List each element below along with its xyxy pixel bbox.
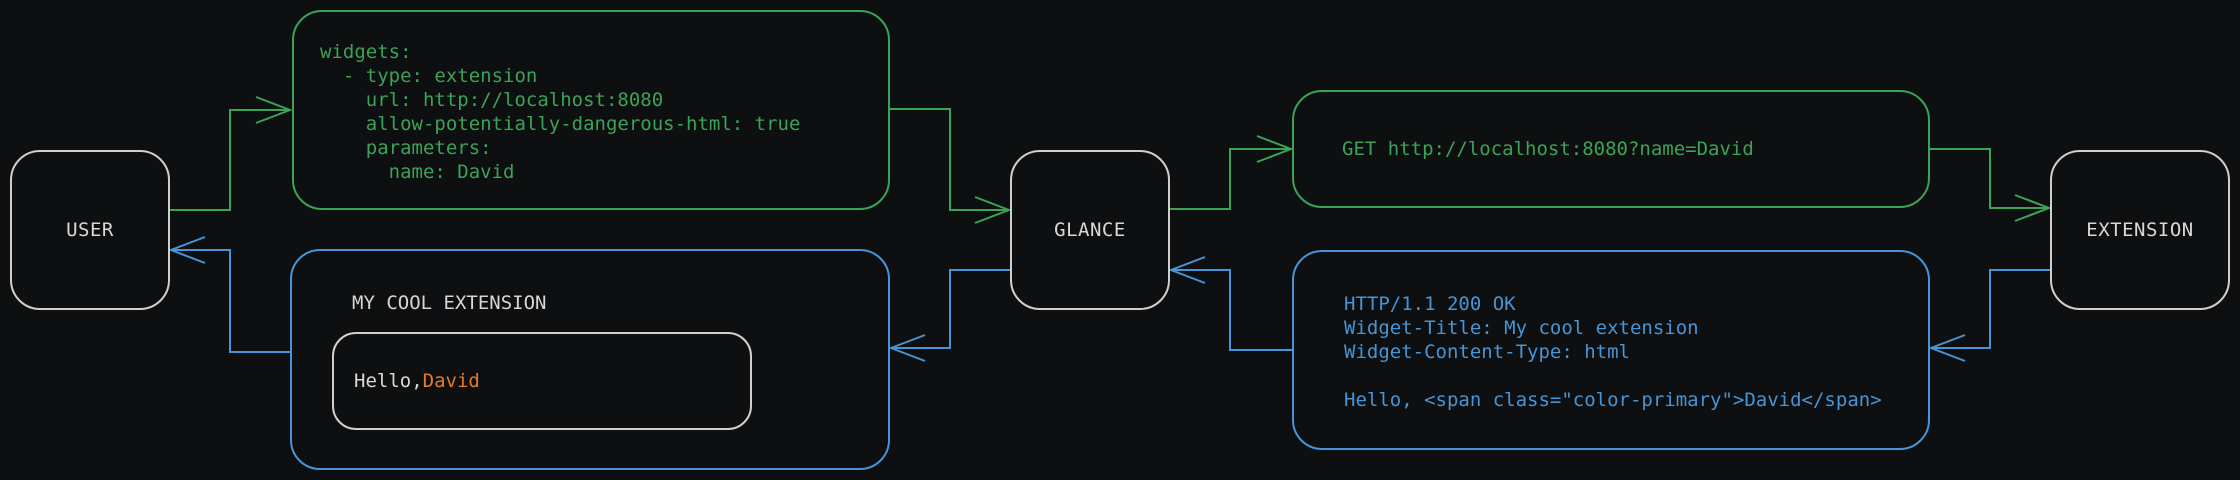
http-response-code: HTTP/1.1 200 OK Widget-Title: My cool ex… (1344, 293, 1882, 411)
config-yaml-box: widgets: - type: extension url: http://l… (292, 10, 890, 210)
greeting-name: David (422, 370, 480, 392)
config-yaml-code: widgets: - type: extension url: http://l… (320, 41, 801, 183)
arrow-glance-to-request (1170, 135, 1294, 210)
http-request-box: GET http://localhost:8080?name=David (1292, 90, 1930, 208)
arrow-preview-to-user (168, 236, 290, 353)
http-response-box: HTTP/1.1 200 OK Widget-Title: My cool ex… (1292, 250, 1930, 450)
arrowhead-right-icon (2014, 194, 2052, 222)
greeting-text: Hello, (354, 370, 423, 392)
widget-preview-box: MY COOL EXTENSION Hello, David (290, 249, 890, 470)
glance-node: GLANCE (1010, 150, 1170, 310)
arrowhead-left-icon (888, 334, 926, 362)
widget-render-frame: Hello, David (332, 332, 752, 430)
arrow-request-to-extension (1930, 148, 2052, 222)
arrow-user-to-config (170, 96, 293, 211)
widget-preview-title: MY COOL EXTENSION (352, 292, 547, 314)
arrow-response-to-glance (1168, 256, 1292, 351)
arrowhead-left-icon (1928, 334, 1966, 362)
arrowhead-right-icon (255, 96, 293, 124)
arrow-extension-to-response (1928, 269, 2050, 362)
extension-node: EXTENSION (2050, 150, 2230, 310)
arrowhead-left-icon (1168, 256, 1206, 284)
user-node: USER (10, 150, 170, 310)
arrow-config-to-glance (890, 108, 1012, 224)
extension-node-label: EXTENSION (2086, 219, 2194, 241)
glance-node-label: GLANCE (1054, 219, 1126, 241)
arrowhead-right-icon (974, 196, 1012, 224)
arrow-glance-to-preview (888, 269, 1010, 362)
arrowhead-left-icon (168, 236, 206, 264)
arrowhead-right-icon (1256, 135, 1294, 163)
user-node-label: USER (66, 219, 114, 241)
http-request-code: GET http://localhost:8080?name=David (1342, 138, 1754, 160)
